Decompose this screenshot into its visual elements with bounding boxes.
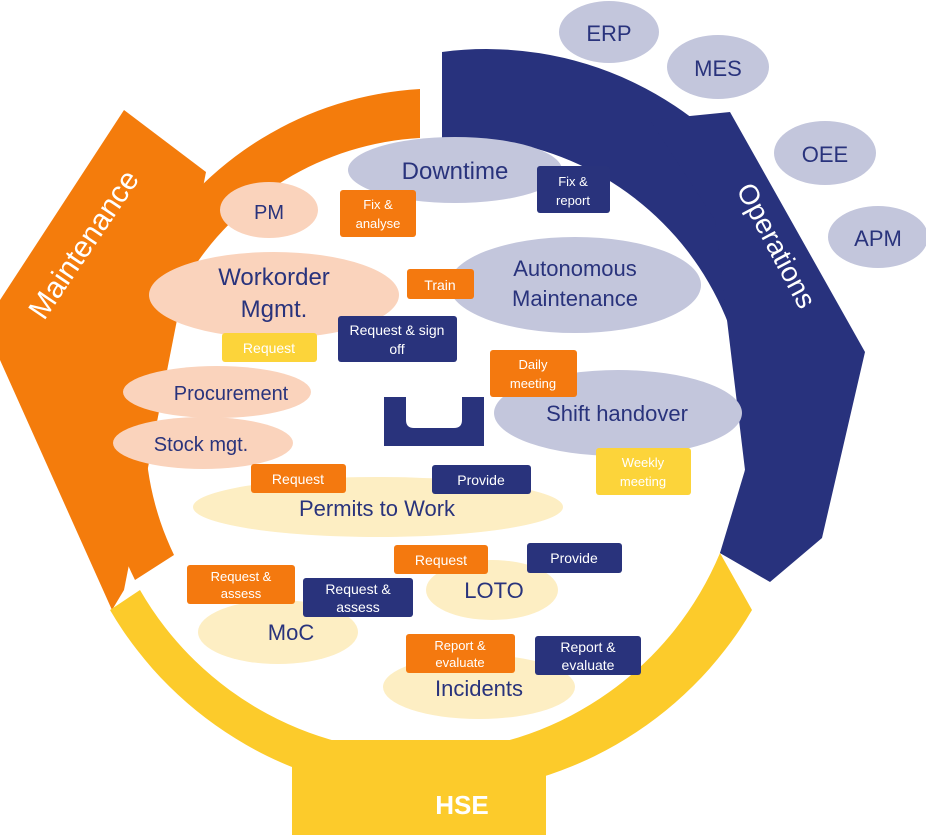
tag-loto-provide — [527, 543, 622, 573]
tag-daily-meeting-2: meeting — [510, 376, 556, 391]
tag-loto-request — [394, 545, 488, 574]
tag-incident-rn-2: evaluate — [562, 657, 615, 673]
tag-weekly-meeting-2: meeting — [620, 474, 666, 489]
tag-fix-report-2: report — [556, 193, 590, 208]
tag-fix-report-1: Fix & — [558, 174, 588, 189]
operations-tab — [650, 112, 865, 582]
tag-train-label: Train — [424, 277, 455, 293]
autonomous-ellipse — [449, 237, 701, 333]
procurement-ellipse — [123, 366, 311, 418]
shift-label: Shift handover — [546, 401, 688, 426]
loto-label: LOTO — [464, 578, 524, 603]
hse-ring: HSE — [110, 553, 752, 835]
downtime-label: Downtime — [402, 158, 509, 185]
tag-permits-provide-label: Provide — [457, 472, 505, 488]
maintenance-tab — [0, 110, 206, 610]
hse-label: HSE — [435, 790, 488, 820]
tag-incident-rn-1: Report & — [560, 639, 616, 655]
mes-bubble — [667, 35, 769, 99]
autonomous-label-2: Maintenance — [512, 286, 638, 311]
tag-daily-meeting — [490, 350, 577, 397]
tag-incident-report-orange — [406, 634, 515, 673]
procurement-label: Procurement — [174, 383, 289, 405]
tag-moc-request-assess-navy — [303, 578, 413, 617]
tag-moc-ra-orange-1: Request & — [211, 569, 272, 584]
hse-tab — [292, 740, 546, 835]
tag-moc-ra-orange-2: assess — [221, 586, 262, 601]
tag-incident-ro-2: evaluate — [435, 655, 484, 670]
tag-daily-meeting-1: Daily — [519, 357, 548, 372]
mes-label: MES — [694, 56, 742, 81]
oee-label: OEE — [802, 142, 848, 167]
tag-fix-analyse — [340, 190, 416, 237]
tag-train — [407, 269, 474, 299]
workorder-ellipse — [149, 252, 399, 338]
erp-label: ERP — [586, 21, 631, 46]
oee-bubble — [774, 121, 876, 185]
tag-fix-report — [537, 166, 610, 213]
tag-permits-provide — [432, 465, 531, 494]
tag-request-yellow — [222, 333, 317, 362]
stock-label: Stock mgt. — [154, 434, 248, 456]
pm-label: PM — [254, 202, 284, 224]
maintenance-activities: PM Workorder Mgmt. Procurement Stock mgt… — [113, 182, 399, 469]
tag-incident-report-navy — [535, 636, 641, 675]
permits-label: Permits to Work — [299, 496, 456, 521]
tag-moc-ra-navy-1: Request & — [325, 581, 391, 597]
company-logo — [384, 397, 484, 446]
tag-request-signoff-2: off — [389, 341, 404, 357]
workorder-label-2: Mgmt. — [241, 296, 308, 323]
apm-bubble — [828, 206, 926, 268]
pm-ellipse — [220, 182, 318, 238]
maintenance-ring: Maintenance — [0, 89, 421, 610]
tags: Fix & analyse Fix & report Train Request… — [187, 166, 691, 675]
tag-moc-request-assess-orange — [187, 565, 295, 604]
tag-permits-request-label: Request — [272, 471, 324, 487]
autonomous-label-1: Autonomous — [513, 256, 637, 281]
workorder-label-1: Workorder — [218, 264, 330, 291]
tag-permits-request — [251, 464, 346, 493]
apm-label: APM — [854, 226, 902, 251]
erp-bubble — [559, 1, 659, 63]
tag-loto-request-label: Request — [415, 552, 467, 568]
downtime-ellipse — [348, 137, 562, 203]
tag-weekly-meeting — [596, 448, 691, 495]
tag-request-yellow-label: Request — [243, 340, 295, 356]
tag-incident-ro-1: Report & — [434, 638, 486, 653]
moc-label: MoC — [268, 620, 315, 645]
incidents-label: Incidents — [435, 676, 523, 701]
stock-ellipse — [113, 417, 293, 469]
tag-moc-ra-navy-2: assess — [336, 599, 380, 615]
loto-ellipse — [426, 560, 558, 620]
tag-loto-provide-label: Provide — [550, 550, 598, 566]
tag-request-signoff — [338, 316, 457, 362]
tag-weekly-meeting-1: Weekly — [622, 455, 665, 470]
tag-fix-analyse-2: analyse — [356, 216, 401, 231]
tag-fix-analyse-1: Fix & — [363, 197, 393, 212]
external-systems: ERP MES OEE APM — [559, 1, 926, 268]
tag-request-signoff-1: Request & sign — [350, 322, 445, 338]
